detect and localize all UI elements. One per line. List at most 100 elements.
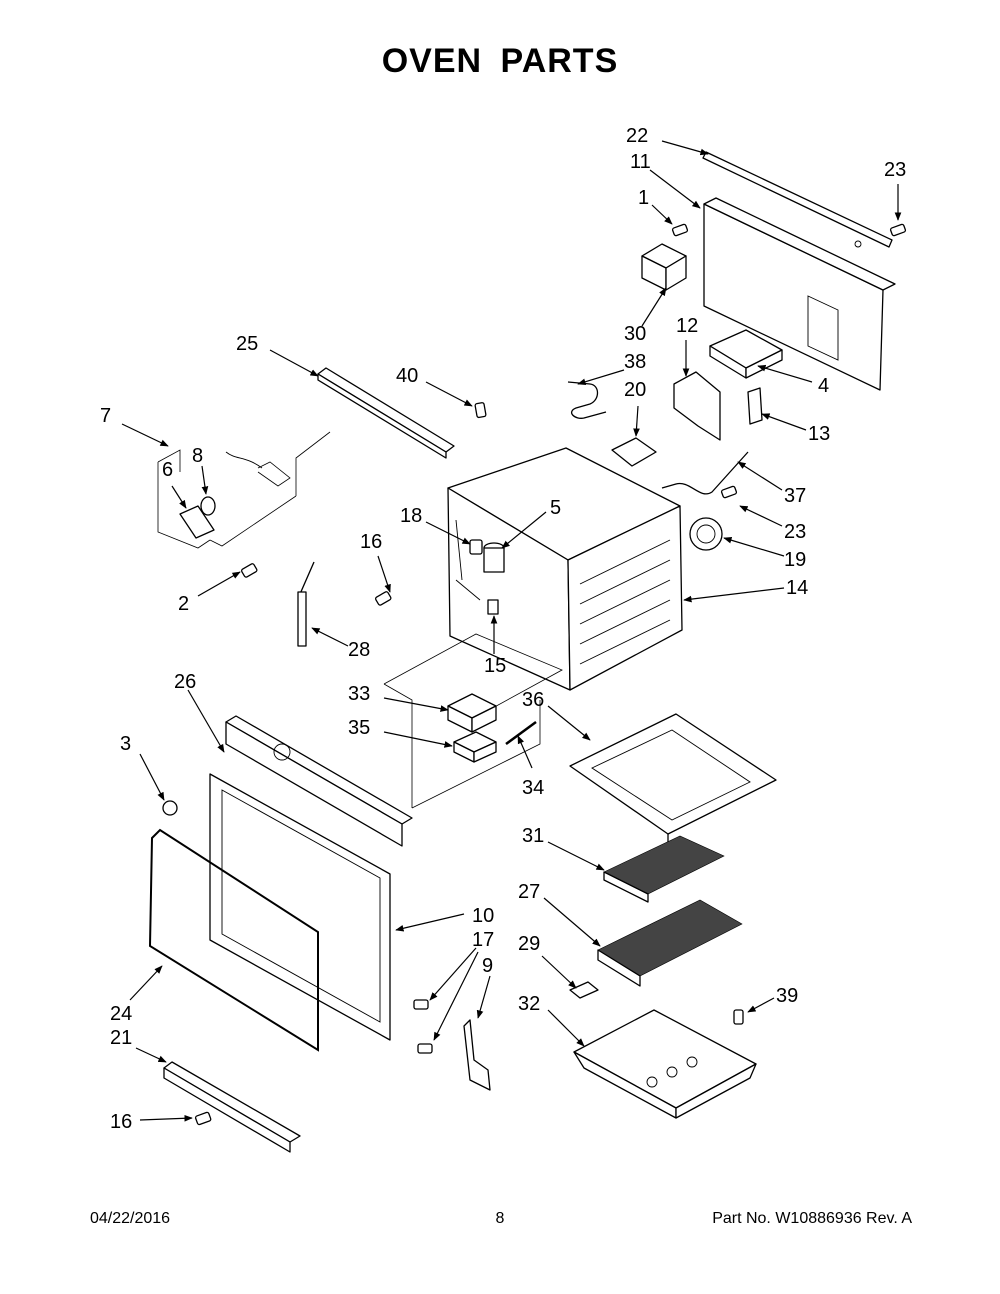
part-38-tube — [567, 381, 607, 419]
leader-lines — [121, 140, 902, 1122]
part-29-bracket — [569, 981, 599, 999]
leader-31 — [547, 841, 605, 871]
part-21-toe-kick — [163, 1061, 301, 1153]
part-10-door-frame — [209, 773, 391, 1041]
part-33-box — [447, 693, 497, 733]
leader-17a — [429, 947, 477, 1001]
callout-33: 33 — [348, 683, 370, 705]
part-12-plate — [673, 371, 721, 441]
part-17-screws — [413, 999, 433, 1054]
part-1-screw — [671, 223, 689, 237]
callout-34: 34 — [522, 777, 544, 799]
part-34-rod — [505, 720, 537, 746]
leader-23b — [739, 505, 783, 527]
part-27-burner — [597, 899, 743, 987]
callout-7: 7 — [100, 405, 111, 427]
part-25-bar — [317, 367, 455, 459]
part-16-screw-mid — [375, 591, 392, 606]
callout-2: 2 — [178, 593, 189, 615]
leader-37 — [737, 461, 783, 491]
callout-19: 19 — [784, 549, 806, 571]
leader-14 — [683, 587, 785, 603]
leader-29 — [541, 955, 577, 989]
leader-17b — [433, 951, 479, 1041]
part-40-screw — [474, 402, 487, 419]
leader-28 — [311, 627, 349, 647]
part-20-bracket — [611, 437, 657, 467]
leader-36 — [547, 705, 591, 741]
callout-30: 30 — [624, 323, 646, 345]
leader-20 — [633, 405, 640, 437]
callout-6: 6 — [162, 459, 173, 481]
leader-9 — [476, 975, 491, 1019]
leader-38 — [577, 369, 625, 386]
leader-7 — [121, 423, 169, 447]
part-11-back-panel — [703, 197, 896, 391]
part-35-block — [453, 731, 497, 763]
part-7-light-group — [157, 431, 331, 549]
callout-24: 24 — [110, 1003, 132, 1025]
callout-12: 12 — [676, 315, 698, 337]
part-23-screw-top — [889, 223, 907, 237]
callout-14: 14 — [786, 577, 808, 599]
leader-6 — [171, 485, 187, 509]
leader-8 — [201, 465, 209, 495]
leader-11 — [649, 169, 701, 209]
part-30-bracket — [641, 243, 687, 291]
part-4-board — [709, 329, 783, 379]
part-16-screw-bottom — [194, 1111, 212, 1126]
callout-1: 1 — [638, 187, 649, 209]
leader-27 — [543, 897, 601, 947]
callout-3: 3 — [120, 733, 131, 755]
leader-10 — [395, 913, 465, 932]
part-2-screw — [241, 563, 258, 578]
part-22-strip — [702, 151, 893, 248]
leader-33 — [383, 697, 449, 712]
leader-24 — [129, 965, 163, 1001]
callout-23a: 23 — [884, 159, 906, 181]
leader-5 — [501, 511, 547, 549]
part-26-frame — [225, 715, 413, 847]
leader-21 — [135, 1047, 167, 1063]
callout-10: 10 — [472, 905, 494, 927]
leader-13 — [761, 413, 807, 431]
leader-16b — [139, 1114, 193, 1122]
leader-39 — [747, 997, 775, 1013]
leader-25 — [269, 349, 319, 377]
part-19-gasket — [689, 517, 723, 551]
callout-35: 35 — [348, 717, 370, 739]
callout-23b: 23 — [784, 521, 806, 543]
leader-16a — [377, 555, 391, 593]
callout-20: 20 — [624, 379, 646, 401]
callout-27: 27 — [518, 881, 540, 903]
part-14-oven-cavity — [447, 447, 683, 691]
part-37-tube — [661, 451, 749, 495]
part-28-probe — [297, 561, 315, 647]
footer-date: 04/22/2016 — [90, 1210, 171, 1227]
footer-page-number: 8 — [495, 1210, 505, 1227]
callout-39: 39 — [776, 985, 798, 1007]
leader-26 — [187, 689, 225, 753]
callout-9: 9 — [482, 955, 493, 977]
part-8-bulb — [200, 496, 216, 516]
part-13-bracket — [747, 387, 763, 425]
part-36-rack — [569, 713, 777, 842]
callout-15: 15 — [484, 655, 506, 677]
part-9-bracket — [463, 1019, 491, 1091]
callout-13: 13 — [808, 423, 830, 445]
leader-35 — [383, 731, 453, 748]
callout-28: 28 — [348, 639, 370, 661]
part-23-screw-mid — [720, 485, 738, 499]
part-18-screw — [469, 539, 483, 555]
callout-38: 38 — [624, 351, 646, 373]
part-32-pan — [573, 1009, 757, 1119]
leader-30 — [641, 287, 667, 327]
callout-29: 29 — [518, 933, 540, 955]
callout-26: 26 — [174, 671, 196, 693]
leader-19 — [723, 536, 785, 557]
leader-32 — [547, 1009, 585, 1047]
part-3-knob — [162, 800, 178, 816]
callout-18: 18 — [400, 505, 422, 527]
leader-4 — [757, 364, 813, 383]
callout-25: 25 — [236, 333, 258, 355]
